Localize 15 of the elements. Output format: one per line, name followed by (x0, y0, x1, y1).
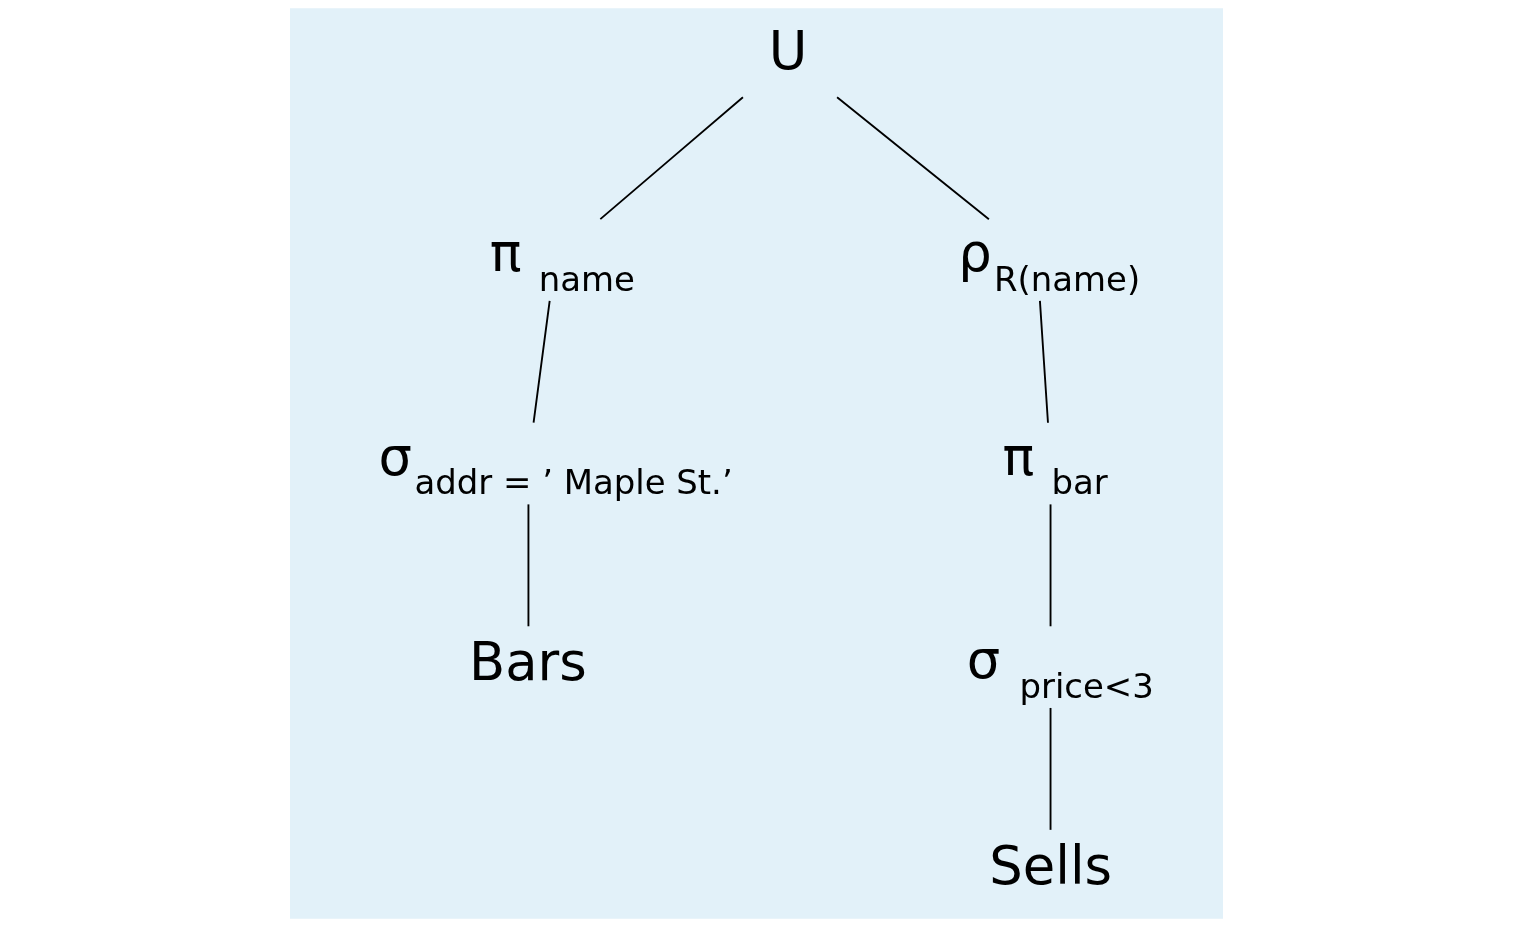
connector (599, 96, 744, 221)
node-text: σ$_{addr = ’ Maple St.’}$ (378, 425, 733, 503)
connector (1049, 503, 1052, 628)
node-text: U (768, 20, 808, 82)
node-text: π $_{name}$ (489, 222, 635, 299)
connector (527, 503, 530, 628)
node-text: Sells (989, 834, 1113, 896)
connector (836, 96, 990, 221)
node-text: σ $_{price<3}$ (966, 629, 1154, 706)
connector (1039, 299, 1049, 424)
node-text: Bars (469, 631, 587, 693)
node-text: ρ$_{R(name)}$ (958, 222, 1141, 299)
connector (532, 299, 551, 424)
connector (1049, 707, 1052, 831)
node-text: π $_{bar}$ (1002, 425, 1108, 503)
